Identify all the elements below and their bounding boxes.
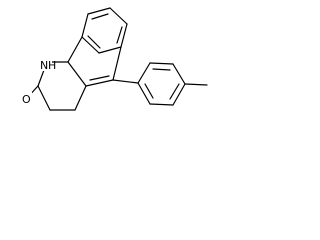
bond-tolyl-ring: [149, 103, 174, 106]
bond-five-ring: [67, 36, 83, 63]
bond-tolyl-double: [152, 68, 171, 71]
bond-benzo-ring: [120, 23, 128, 48]
bond-tolyl-double: [169, 83, 180, 100]
bond-lactam-ring: [74, 85, 87, 111]
bond-benzo-ring: [81, 36, 100, 54]
bond-benzo-ring: [81, 13, 89, 38]
oxygen-label: O: [22, 93, 31, 106]
bond-tolyl-ring: [137, 62, 151, 84]
bond-benzo-ring: [98, 46, 122, 54]
bond-layer: [26, 7, 208, 111]
bond-aryl-link: [112, 79, 139, 84]
bond-tolyl-ring: [172, 63, 186, 85]
chemical-structure-diagram: N H O: [20, 7, 208, 111]
bond-five-ring-double: [89, 75, 110, 81]
bond-benzo-double: [116, 26, 123, 44]
nitrogen-label-mask: [39, 58, 52, 71]
nitrogen-label: N: [40, 59, 48, 72]
label-layer: N H O: [20, 58, 56, 106]
bond-tolyl-double: [144, 83, 154, 99]
bond-tolyl-ring: [149, 62, 174, 65]
bond-benzo-double: [87, 35, 101, 49]
nitrogen-hydrogen-label: H: [48, 59, 56, 72]
bond-tolyl-ring: [172, 83, 186, 106]
bond-benzo-ring: [87, 7, 111, 15]
bond-five-ring: [112, 46, 122, 81]
bond-benzo-ring: [109, 7, 128, 25]
bond-five-ring: [67, 61, 87, 87]
bond-benzo-double: [91, 13, 109, 20]
bond-five-ring: [85, 79, 114, 87]
oxygen-label-mask: [20, 92, 32, 104]
bond-methyl: [184, 83, 208, 86]
bond-lactam-ring: [37, 85, 51, 111]
bond-tolyl-ring: [137, 82, 151, 105]
